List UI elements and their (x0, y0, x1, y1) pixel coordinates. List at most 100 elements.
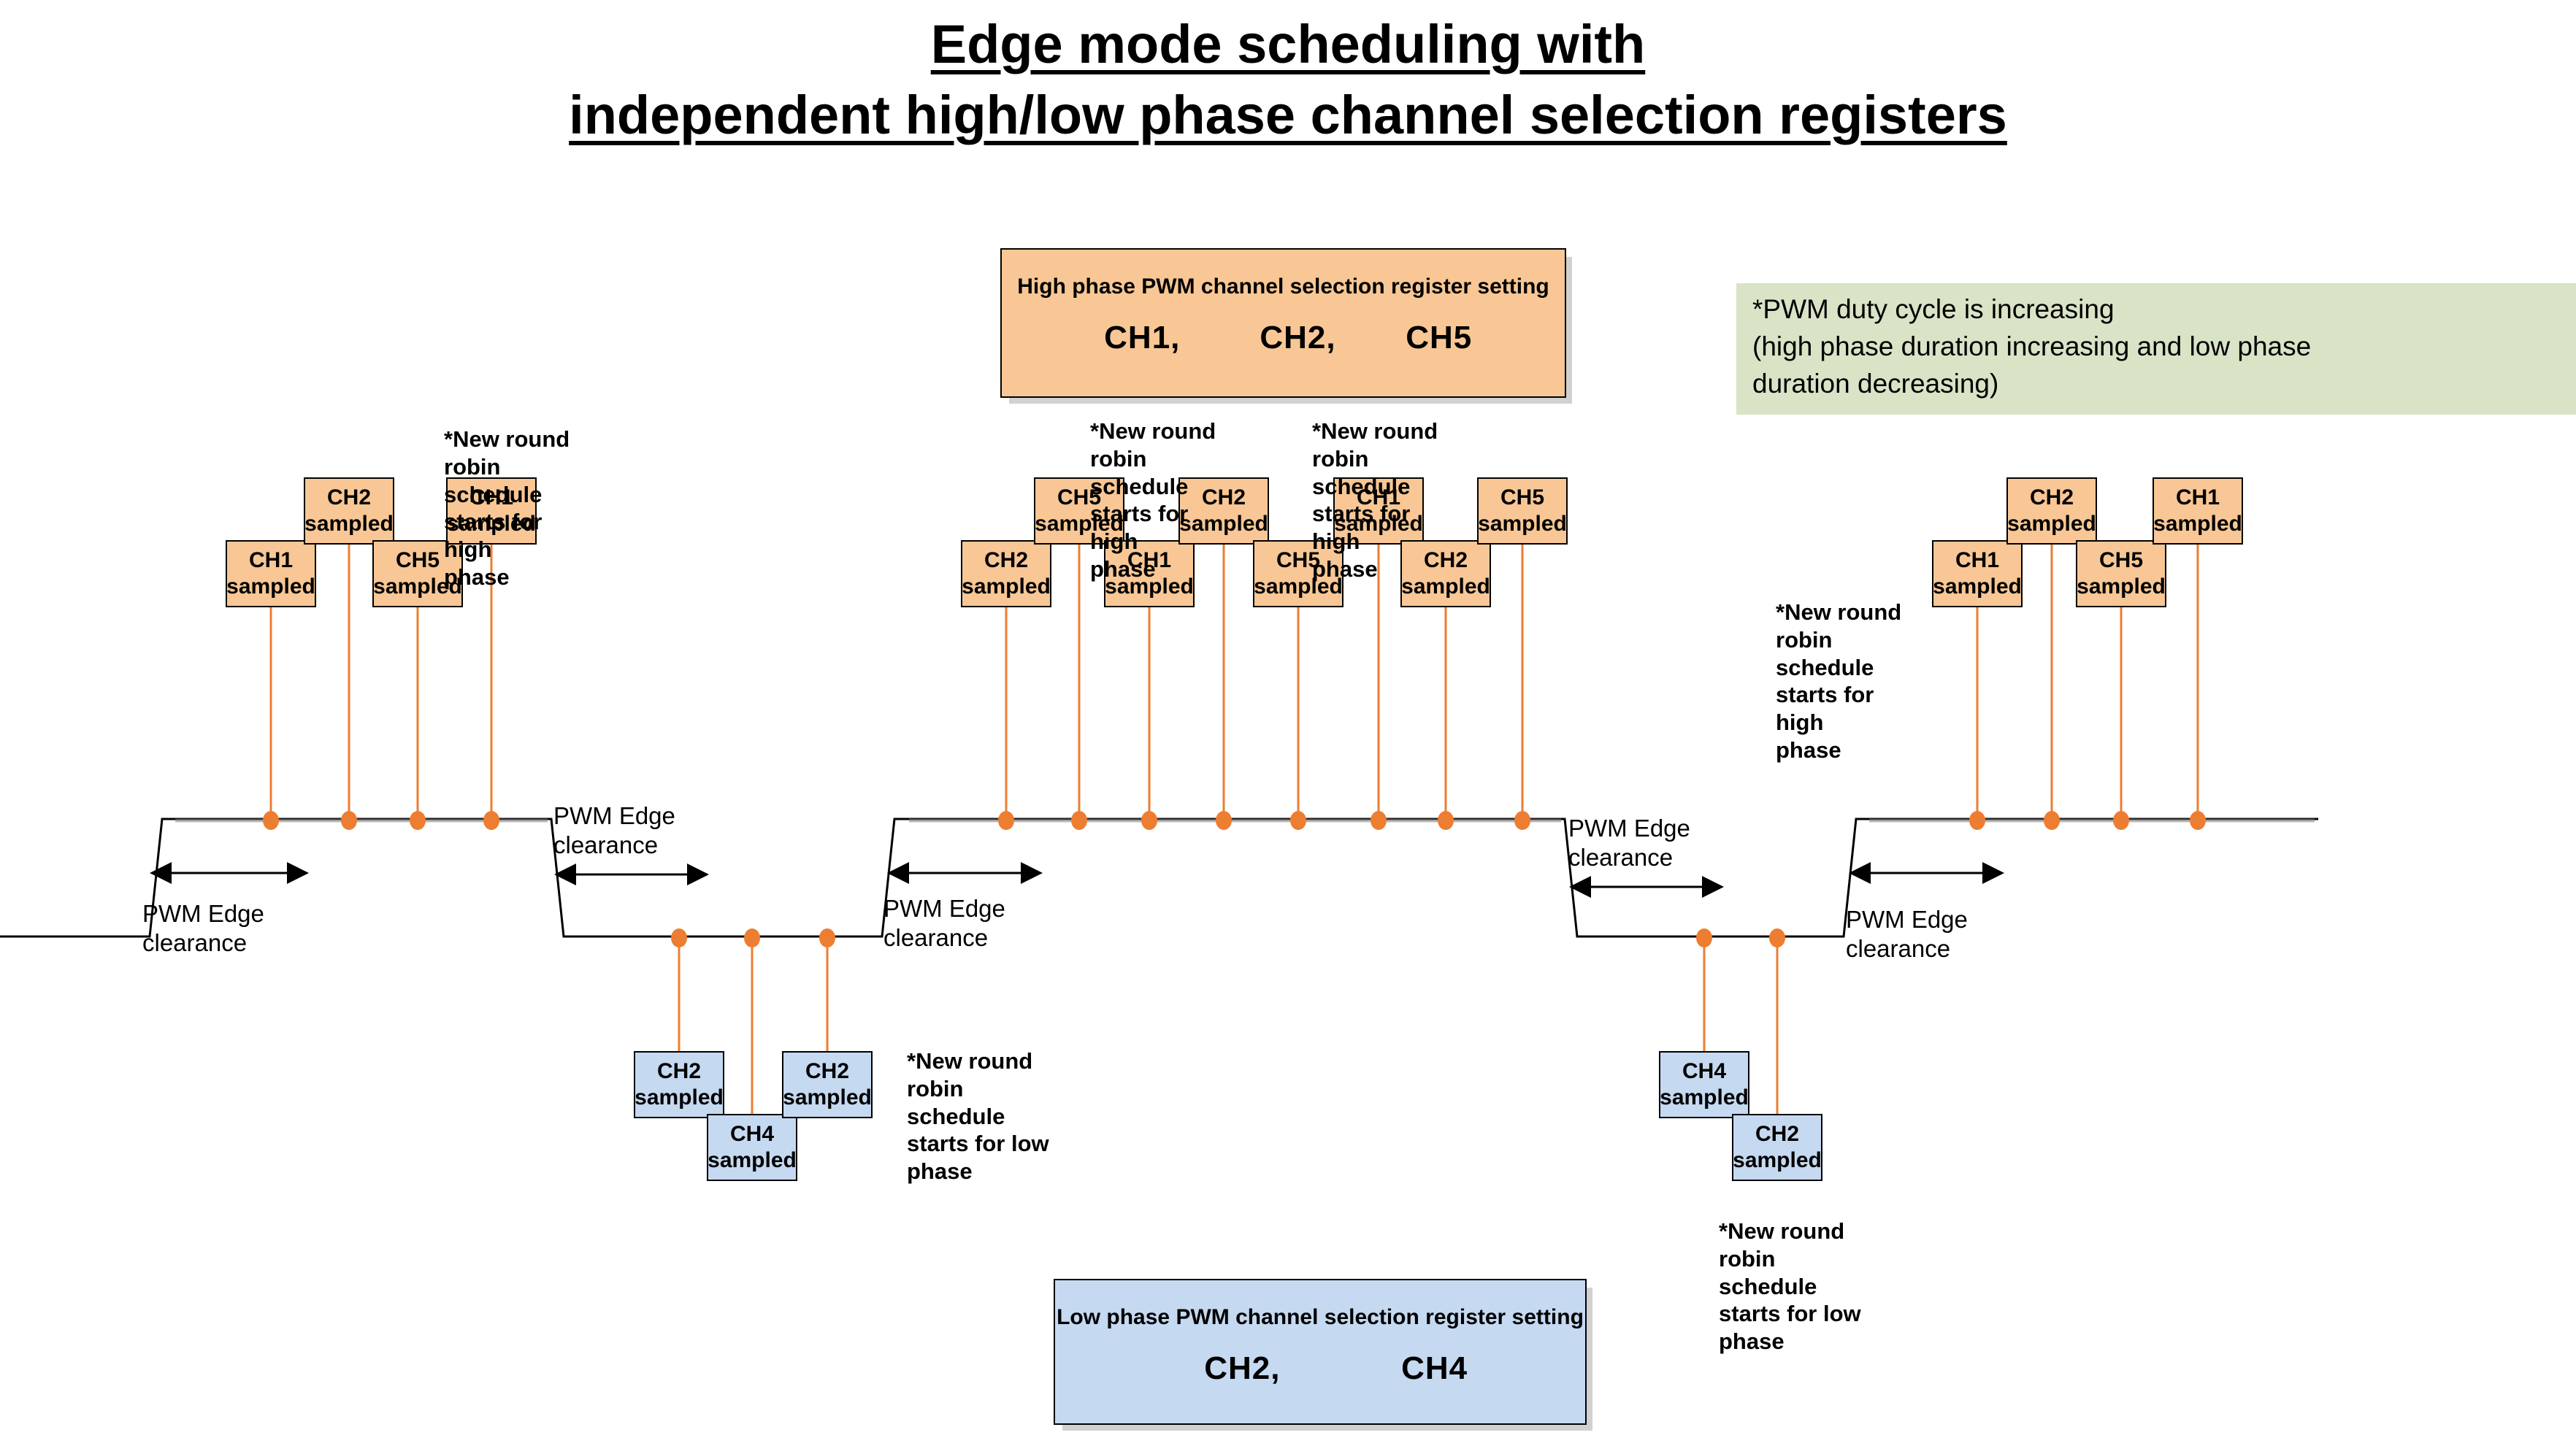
sample-state: sampled (1254, 574, 1343, 599)
low-phase-register-values: CH2, CH4 (1055, 1350, 1585, 1387)
sample-dot (2113, 811, 2129, 830)
sample-dot (1290, 811, 1306, 830)
sample-dot (1969, 811, 1985, 830)
sample-dot (1696, 928, 1712, 947)
sample-state: sampled (1334, 512, 1423, 536)
sample-dot (744, 928, 760, 947)
sample-dot (1438, 811, 1454, 830)
sample-dot (1141, 811, 1157, 830)
sample-state: sampled (1105, 574, 1194, 599)
sample-state: sampled (635, 1085, 724, 1110)
sample-channel: CH5 (1276, 548, 1320, 572)
sample-state: sampled (1179, 512, 1268, 536)
low-reg-value-0: CH2, (1204, 1350, 1281, 1386)
sample-state: sampled (226, 574, 315, 599)
low-phase-register-box[interactable]: Low phase PWM channel selection register… (1054, 1279, 1587, 1425)
high-reg-value-0: CH1, (1104, 320, 1181, 355)
sample-channel: CH1 (248, 548, 293, 572)
sample-channel: CH5 (395, 548, 440, 572)
sample-state: sampled (304, 512, 394, 536)
sample-channel: CH1 (1955, 548, 1999, 572)
sample-dot (1769, 928, 1785, 947)
sample-state: sampled (1401, 574, 1490, 599)
sample-state: sampled (708, 1148, 797, 1172)
sample-channel: CH4 (1682, 1059, 1726, 1083)
sample-state: sampled (373, 574, 462, 599)
low-reg-value-1: CH4 (1401, 1350, 1468, 1386)
sample-channel: CH1 (2175, 485, 2220, 509)
new-round-robin-high-note-0: *New round robin schedule starts for hig… (444, 426, 570, 591)
sample-dot (410, 811, 426, 830)
sample-dot (1216, 811, 1232, 830)
sample-channel: CH2 (2029, 485, 2074, 509)
sample-label-ch5[interactable]: CH5 sampled (1034, 477, 1124, 545)
sample-channel: CH1 (469, 485, 513, 509)
sample-channel: CH2 (805, 1059, 849, 1083)
sample-state: sampled (447, 512, 536, 536)
title-line-2: independent high/low phase channel selec… (569, 84, 2007, 145)
edge-clearance-label-0: PWM Edge clearance (142, 900, 264, 956)
sample-state: sampled (783, 1085, 872, 1110)
high-phase-register-title: High phase PWM channel selection registe… (1017, 274, 1549, 299)
sample-dot (671, 928, 687, 947)
low-phase-register-title: Low phase PWM channel selection register… (1057, 1305, 1584, 1329)
sample-dot (819, 928, 835, 947)
edge-clearance-label-4: PWM Edge clearance (1846, 906, 1968, 962)
sample-channel: CH5 (1057, 485, 1101, 509)
sample-label-ch1[interactable]: CH1 sampled (2153, 477, 2243, 545)
sample-dot (2190, 811, 2206, 830)
sample-channel: CH2 (326, 485, 371, 509)
sample-label-ch2[interactable]: CH2 sampled (1178, 477, 1269, 545)
sample-state: sampled (1035, 512, 1124, 536)
sample-channel: CH1 (1127, 548, 1171, 572)
sample-dot (1514, 811, 1530, 830)
edge-clearance-label-2: PWM Edge clearance (883, 895, 1005, 951)
sample-dot (263, 811, 279, 830)
edge-clearance-arrows (150, 862, 2004, 898)
sample-label-ch1[interactable]: CH1 sampled (446, 477, 537, 545)
new-round-robin-high-note-3: *New round robin schedule starts for hig… (1776, 599, 1902, 764)
sample-channel: CH2 (984, 548, 1028, 572)
sample-channel: CH2 (1201, 485, 1246, 509)
edge-clearance-label-1: PWM Edge clearance (553, 802, 675, 858)
sample-state: sampled (2077, 574, 2166, 599)
sample-dot (341, 811, 357, 830)
sample-label-ch2[interactable]: CH2 sampled (304, 477, 394, 545)
sample-label-ch5[interactable]: CH5 sampled (1477, 477, 1568, 545)
sample-state: sampled (962, 574, 1051, 599)
sample-markers (263, 545, 2206, 1114)
sample-dot (998, 811, 1014, 830)
edge-clearance-label-3: PWM Edge clearance (1568, 815, 1690, 871)
sample-channel: CH2 (1423, 548, 1468, 572)
sample-label-ch1[interactable]: CH1 sampled (1333, 477, 1424, 545)
new-round-robin-high-note-2: *New round robin schedule starts for hig… (1312, 418, 1438, 582)
sample-state: sampled (1478, 512, 1567, 536)
sample-dot (1071, 811, 1087, 830)
high-phase-register-box[interactable]: High phase PWM channel selection registe… (1000, 248, 1566, 398)
sample-channel: CH1 (1356, 485, 1400, 509)
new-round-robin-high-note-1: *New round robin schedule starts for hig… (1090, 418, 1216, 582)
pwm-trace (0, 818, 2318, 938)
sample-channel: CH5 (1500, 485, 1544, 509)
sample-channel: CH2 (1755, 1122, 1799, 1146)
sample-channel: CH2 (656, 1059, 701, 1083)
sample-label-ch2[interactable]: CH2 sampled (2006, 477, 2097, 545)
sample-state: sampled (2153, 512, 2242, 536)
new-round-robin-low-note-1: *New round robin schedule starts for low… (1719, 1218, 1861, 1355)
sample-state: sampled (2007, 512, 2096, 536)
